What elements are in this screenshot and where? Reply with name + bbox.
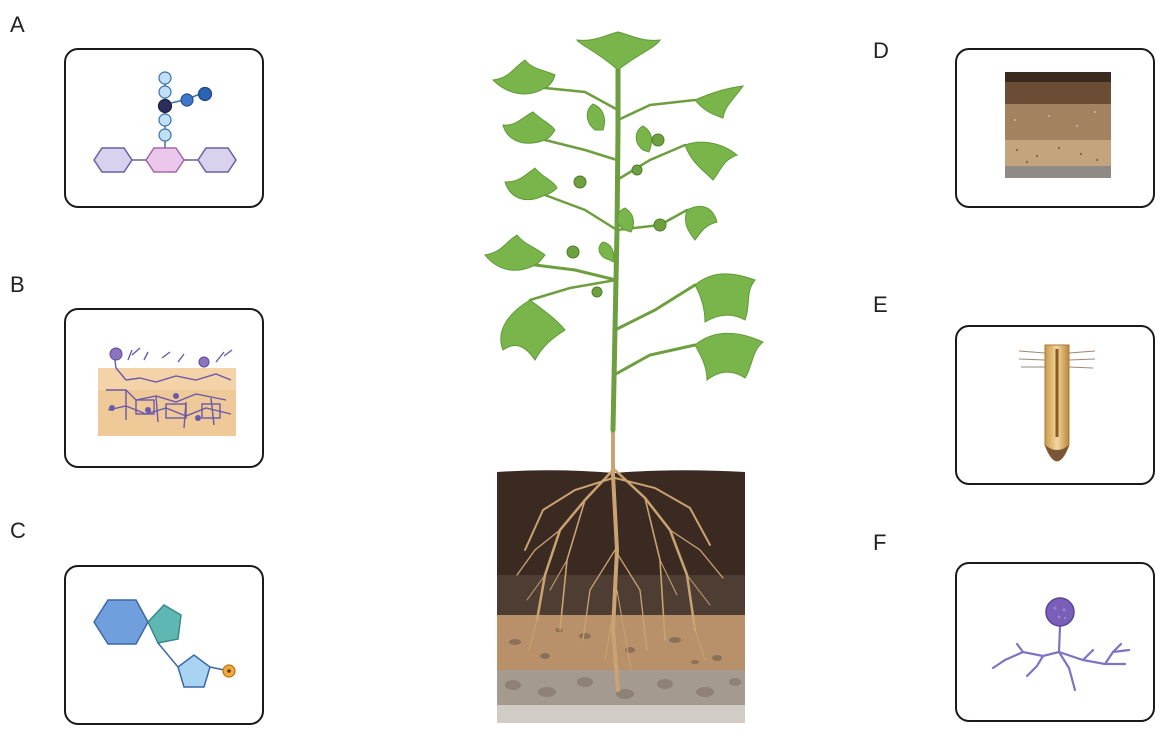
panel-letter-e: E (873, 292, 888, 317)
roots (516, 428, 724, 692)
fused-ring-phosphate-molecule-icon (93, 599, 236, 688)
panel-a (64, 48, 264, 208)
panel-letter-b: B (10, 272, 25, 297)
soil-block (497, 470, 745, 723)
panel-f (955, 562, 1155, 722)
stem (528, 67, 697, 433)
panel-letter-d: D (873, 38, 889, 63)
fungal-spore-hyphae-icon (991, 597, 1131, 692)
root-tip-icon (1018, 344, 1096, 462)
fungal-mycelium-in-soil-icon (98, 347, 236, 436)
glycolipid-molecule-icon (93, 71, 237, 173)
panel-e (955, 325, 1155, 485)
panel-d (955, 48, 1155, 208)
cotton-buds (566, 133, 667, 298)
leaves (484, 31, 764, 382)
panel-letter-c: C (10, 518, 26, 543)
cotton-plant-with-roots-icon (484, 31, 764, 723)
soil-profile-icon (1005, 72, 1111, 178)
panel-b (64, 308, 264, 468)
panel-c (64, 565, 264, 725)
panel-letter-f: F (873, 530, 887, 555)
panel-letter-a: A (10, 12, 25, 37)
